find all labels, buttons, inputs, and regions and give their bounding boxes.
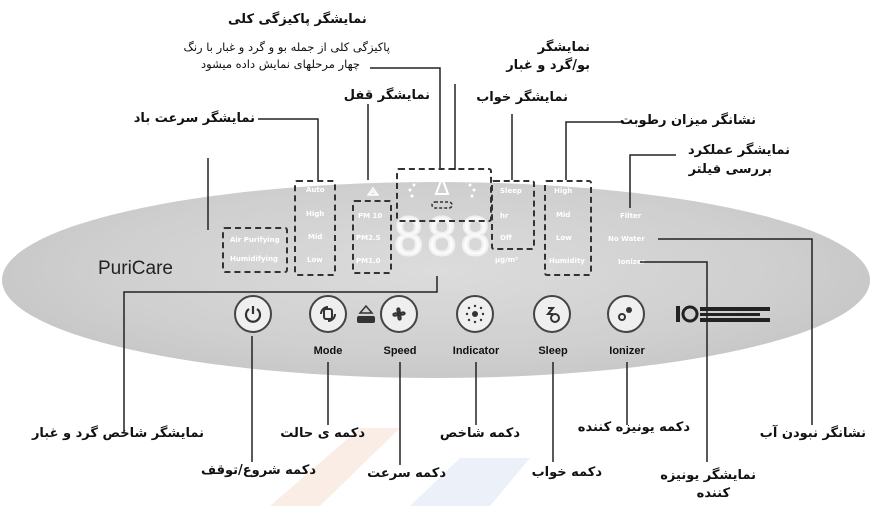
indicator-button-label: Indicator — [452, 345, 500, 357]
overall-cleanliness-desc-1: پاکیزگی کلی از جمله بو و گرد و غبار با ر… — [183, 40, 390, 54]
mode-button-callout: دکمه ی حالت — [280, 426, 365, 441]
no-water-indicator-label: نشانگر نبودن آب — [759, 426, 866, 441]
ionizer-button[interactable] — [607, 295, 645, 333]
humidity-indicator-box — [544, 180, 592, 276]
humidity-mid-label: Mid — [556, 211, 571, 219]
odor-dust-title-2: بو/گرد و غبار — [506, 58, 590, 73]
speed-button-callout: دکمه سرعت — [367, 466, 446, 481]
humidity-indicator-label: نشانگر میزان رطوبت — [619, 113, 756, 128]
speed-button[interactable] — [380, 295, 418, 333]
dust-index-indicator-label: نمایشگر شاخص گرد و غبار — [31, 426, 204, 441]
overall-cleanliness-title: نمایشگر پاکیزگی کلی — [228, 12, 367, 27]
power-icon — [244, 306, 262, 323]
brand-logo: PuriCare — [98, 258, 173, 279]
mode-button[interactable] — [309, 295, 347, 333]
overall-cleanliness-desc-2: چهار مرحلهای نمایش داده میشود — [201, 57, 360, 71]
sleep-icon — [545, 307, 560, 323]
sleep-indicator-label: نمایشگر خواب — [476, 90, 568, 105]
wind-speed-indicator-label: نمایشگر سرعت باد — [133, 111, 255, 126]
fan-icon — [392, 307, 406, 321]
filter-check-label-1: نمایشگر عملکرد — [688, 143, 790, 158]
ionizer-icon — [618, 307, 632, 321]
humidity-low-label: Low — [556, 234, 572, 242]
cleanliness-ring-icon — [408, 175, 476, 209]
indicator-icon — [465, 304, 485, 324]
child-lock-icon — [357, 304, 375, 323]
ionizer-certification-logo — [676, 305, 770, 323]
lock-indicator-label: نمایشگر قفل — [343, 88, 430, 103]
pm10-label: PM 10 — [358, 212, 383, 220]
sleep-button-label: Sleep — [538, 345, 568, 357]
speed-mid-label: Mid — [308, 233, 323, 241]
sleep-label: Sleep — [500, 187, 522, 195]
dust-digit-display: 888 — [392, 208, 493, 268]
filter-label: Filter — [620, 212, 642, 220]
watermark-logo — [270, 428, 530, 506]
speed-high-label: High — [306, 210, 325, 218]
ionizer-display-label-2: کننده — [696, 486, 730, 501]
filter-check-label-2: بررسی فیلتر — [688, 162, 772, 177]
odor-dust-title-1: نمایشگر — [537, 40, 590, 55]
humidifying-label: Humidifying — [230, 255, 278, 263]
sleep-hr-label: hr — [500, 212, 509, 220]
mode-indicator-box — [222, 227, 288, 273]
sleep-off-label: Off — [500, 234, 512, 242]
ionizer-button-callout: دکمه یونیزه کننده — [577, 420, 690, 435]
ionizer-status-label: Ionizer — [618, 258, 646, 266]
speed-auto-label: Auto — [306, 186, 325, 194]
speed-low-label: Low — [307, 256, 323, 264]
sleep-button[interactable] — [533, 295, 571, 333]
humidity-label: Humidity — [549, 257, 585, 265]
control-panel — [2, 182, 870, 378]
pm25-label: PM2.5 — [356, 234, 381, 242]
indicator-button[interactable] — [456, 295, 494, 333]
mode-icon — [320, 306, 336, 322]
lock-icon — [367, 186, 379, 196]
start-stop-button-callout: دکمه شروع/توقف — [201, 463, 316, 478]
speed-button-label: Speed — [383, 345, 417, 357]
unit-label: µg/m³ — [495, 256, 519, 264]
dust-index-box — [352, 200, 392, 274]
ionizer-button-label: Ionizer — [609, 345, 645, 357]
mode-button-label: Mode — [313, 345, 343, 357]
ionizer-display-label-1: نمایشگر یونیزه — [660, 468, 756, 483]
air-purifying-label: Air Purifying — [230, 236, 280, 244]
pm1-label: PM1.0 — [356, 257, 381, 265]
no-water-label: No Water — [608, 235, 645, 243]
sleep-indicator-box — [491, 180, 535, 250]
humidity-high-label: High — [554, 187, 573, 195]
sleep-button-callout: دکمه خواب — [531, 465, 602, 480]
indicator-button-callout: دکمه شاخص — [439, 426, 520, 441]
wind-speed-box — [294, 180, 336, 276]
power-button[interactable] — [234, 295, 272, 333]
